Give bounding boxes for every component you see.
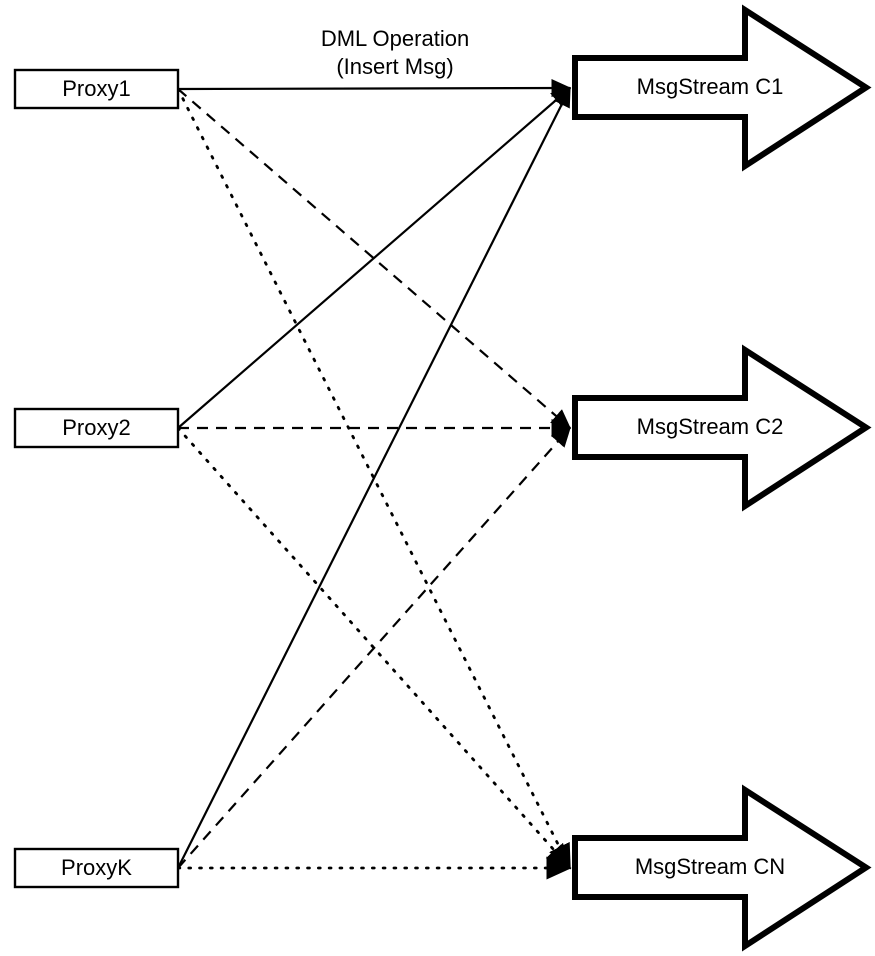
proxy-box-proxy1 [13,68,180,110]
edge-proxy1-to-c2 [177,88,571,429]
caption-line-dml-operation: DML Operation [321,26,469,51]
msgstream-c1[interactable]: MsgStream C1 [572,4,872,172]
proxy-node-proxy2[interactable]: Proxy2 [13,407,180,449]
proxy-label-proxy1: Proxy1 [62,76,130,101]
proxy-box-proxy2 [13,407,180,449]
edge-proxy1-to-cn [176,87,572,870]
proxy-label-proxyK: ProxyK [61,855,132,880]
caption-line-insert-msg: (Insert Msg) [336,54,453,79]
edge-proxyK-to-c2 [177,427,571,869]
edge-proxy1-to-c1 [177,79,572,98]
msgstream-c2[interactable]: MsgStream C2 [572,344,872,512]
edge-proxyK-to-c1 [177,86,571,869]
proxy-label-proxy2: Proxy2 [62,415,130,440]
proxy-node-proxy1[interactable]: Proxy1 [13,68,180,110]
msgstream-cn[interactable]: MsgStream CN [572,784,872,952]
proxy-box-proxyK [13,847,180,889]
msgstream-arrow-shape-cn [572,784,872,952]
caption-group: DML Operation (Insert Msg) [321,26,469,79]
msgstream-arrow-shape-c1 [572,4,872,172]
streams-layer: MsgStream C1 MsgStream C2 MsgStream CN [572,4,872,952]
msgstream-label-c2: MsgStream C2 [637,414,784,439]
edges-layer [176,79,572,880]
edge-proxy2-to-c1 [177,87,571,429]
msgstream-label-cn: MsgStream CN [635,854,785,879]
proxy-node-proxyK[interactable]: ProxyK [13,847,180,889]
msgstream-label-c1: MsgStream C1 [637,74,784,99]
msgstream-arrow-shape-c2 [572,344,872,512]
